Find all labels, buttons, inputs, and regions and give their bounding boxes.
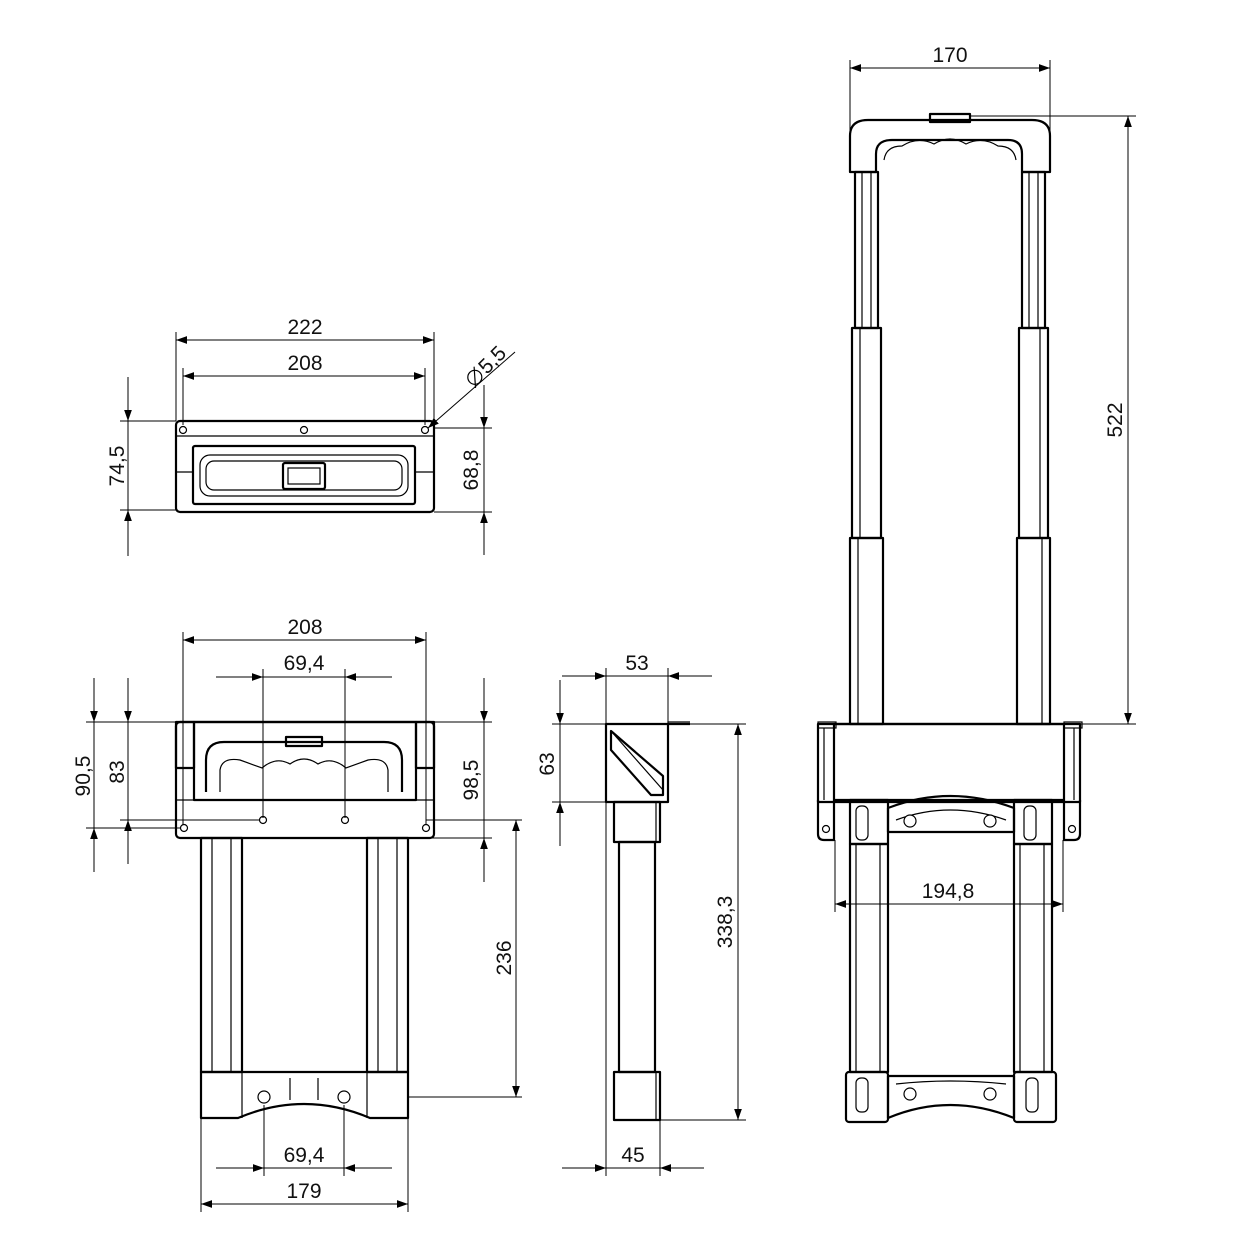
- dim-208-front: 208: [182, 616, 427, 825]
- extended-view-part: [816, 112, 1083, 1124]
- dim-63: 63: [536, 680, 606, 846]
- dim-label-top-height: 63: [536, 752, 559, 775]
- dim-69-4-bottom: 69,4: [216, 1105, 392, 1176]
- dim-label-extension-height: 522: [1104, 402, 1127, 437]
- dim-90-5: 90,5: [72, 678, 180, 872]
- dim-label-bottom-depth: 45: [621, 1144, 644, 1167]
- dim-522: 522: [970, 115, 1136, 725]
- dim-label-hole-spacing: 208: [287, 352, 322, 375]
- side-view: 53 63 338,3 45: [536, 652, 746, 1176]
- dim-208-top: 208: [182, 352, 426, 425]
- dim-label-height-outer: 90,5: [72, 756, 95, 797]
- dim-label-height-right: 98,5: [460, 760, 483, 801]
- front-view-part: [174, 720, 436, 1120]
- dim-338-3: 338,3: [660, 723, 746, 1121]
- top-view-part: [174, 419, 436, 514]
- dim-label-overall-width: 222: [287, 316, 322, 339]
- dim-label-bottom-hole-spacing: 69,4: [284, 1144, 325, 1167]
- top-view: 222 208 5,5 74,5: [106, 316, 516, 556]
- dim-label-height-inner: 83: [106, 760, 129, 783]
- dim-label-tube-length: 236: [493, 940, 516, 975]
- dim-label-handle-width: 170: [932, 44, 967, 67]
- dim-194-8: 194,8: [834, 840, 1064, 912]
- mount-hole: [178, 425, 188, 435]
- dim-label-tube-spacing: 194,8: [922, 880, 975, 903]
- dim-222: 222: [175, 316, 435, 421]
- dim-53: 53: [562, 652, 712, 724]
- dim-label-overall-height: 74,5: [106, 446, 129, 487]
- dim-label-bottom-width: 179: [286, 1180, 321, 1203]
- dim-69-4-top: 69,4: [216, 652, 392, 818]
- mount-hole: [299, 425, 309, 435]
- dim-label-body-height: 68,8: [460, 450, 483, 491]
- front-view: 208 69,4 90,5 83: [72, 616, 522, 1212]
- dim-74-5: 74,5: [106, 377, 176, 556]
- dim-236: 236: [408, 819, 522, 1098]
- dim-label-inner-hole-spacing: 69,4: [284, 652, 325, 675]
- dim-179: 179: [200, 1118, 409, 1212]
- dim-68-8: 68,8: [434, 385, 492, 555]
- dim-label-hole-diameter: 5,5: [474, 342, 511, 379]
- dim-83: 83: [106, 678, 260, 864]
- dim-label-plate-width: 208: [287, 616, 322, 639]
- extended-view: 170 522 194,8: [816, 44, 1136, 1124]
- dim-label-total-height: 338,3: [714, 896, 737, 949]
- dim-98-5: 98,5: [408, 678, 492, 882]
- side-view-part: [604, 721, 690, 1122]
- dim-45: 45: [562, 802, 704, 1176]
- dim-label-top-depth: 53: [625, 652, 648, 675]
- dim-170: 170: [849, 44, 1051, 136]
- dim-hole-diameter: 5,5: [427, 342, 516, 429]
- mount-hole: [420, 425, 430, 435]
